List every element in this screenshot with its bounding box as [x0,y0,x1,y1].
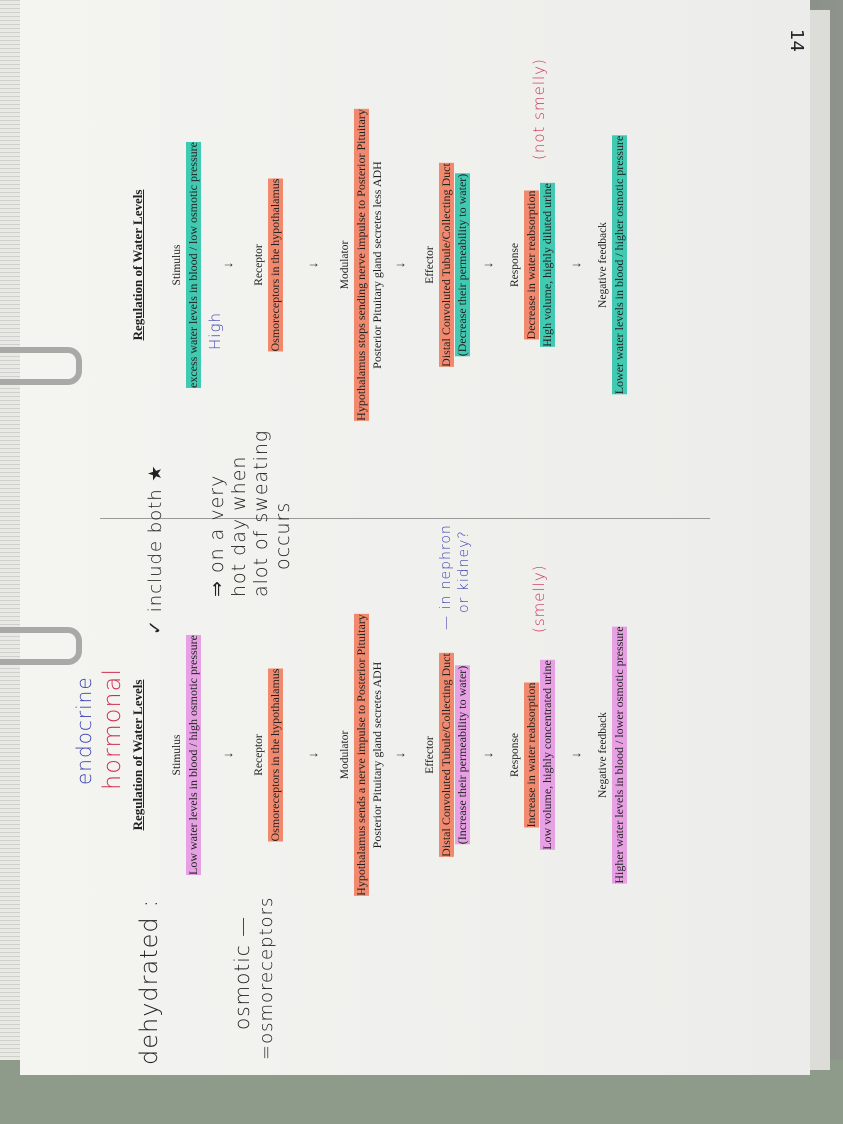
left-modulator-line2: Posterior Pituitary gland secretes ADH [370,661,384,849]
left-receptor-label: Receptor [253,734,265,776]
right-effector-label: Effector [424,246,436,284]
right-response-label: Response [509,242,521,288]
left-receptor-text: Osmoreceptors in the hypothalamus [268,668,283,842]
left-feedback-label: Negative feedback [597,712,609,798]
arrow-down-icon: ↓ [392,261,407,269]
arrow-down-icon: ↓ [220,261,235,269]
right-feedback-text: Lower water levels in blood / higher osm… [612,135,627,395]
note-hot-day-3: alot of sweating [250,429,272,597]
note-hormonal: hormonal [98,668,126,790]
note-hot-day-1: ⇒ on a very [206,474,228,597]
right-receptor-text: Osmoreceptors in the hypothalamus [268,178,283,352]
left-modulator-label: Modulator [339,730,351,780]
right-stimulus-text: excess water levels in blood / low osmot… [186,142,201,388]
right-feedback-label: Negative feedback [597,222,609,308]
column-divider [100,518,710,519]
binder-ring [0,627,82,665]
right-response-line1: Decrease in water reabsorption [524,190,539,340]
arrow-down-icon: ↓ [392,751,407,759]
left-stimulus-label: Stimulus [171,734,183,776]
left-modulator-line1: Hypothalamus sends a nerve impulse to Po… [354,614,369,896]
note-dehydrated: dehydrated : [135,898,163,1065]
left-effector-line1: Distal Convoluted Tubule/Collecting Duct [439,653,454,857]
right-modulator-line2: Posterior Pituitary gland secretes less … [370,161,384,369]
right-modulator-label: Modulator [339,240,351,290]
note-include-both: ✓ include both ★ [145,464,166,635]
left-stimulus-text: Low water levels in blood / high osmotic… [186,635,201,875]
left-response-label: Response [509,732,521,778]
left-effector-label: Effector [424,736,436,774]
note-hot-day-4: occurs [272,501,294,570]
right-response-line2: High volume, highly diluted urine [540,183,555,347]
notes-page: Regulation of Water Levels Stimulus Low … [0,0,810,1075]
note-endocrine: endocrine [72,676,96,785]
note-osmotic: osmotic — [230,915,254,1030]
arrow-down-icon: ↓ [305,261,320,269]
note-high: High [206,312,224,350]
left-effector-line2: (Increase their permeability to water) [455,665,470,845]
left-response-line2: Low volume, highly concentrated urine [540,660,555,850]
left-response-line1: Increase in water reabsorption [524,682,539,828]
binder-ring [0,347,82,385]
page-number: 14 [785,29,807,52]
arrow-down-icon: ↓ [220,751,235,759]
arrow-down-icon: ↓ [305,751,320,759]
note-osmoreceptors: =osmoreceptors [256,896,277,1060]
right-effector-line1: Distal Convoluted Tubule/Collecting Duct [439,163,454,367]
note-nephron-1: — in nephron [438,524,454,630]
right-effector-line2: (Decrease their permeability to water) [455,173,470,357]
right-stimulus-label: Stimulus [171,244,183,286]
right-receptor-label: Receptor [253,244,265,286]
arrow-down-icon: ↓ [480,261,495,269]
right-modulator-line1: Hypothalamus stops sending nerve impulse… [354,109,369,421]
left-title: Regulation of Water Levels [130,679,145,831]
note-nephron-2: or kidney? [456,530,472,613]
note-hot-day-2: hot day when [228,455,250,597]
arrow-down-icon: ↓ [568,751,583,759]
note-smelly: (smelly) [530,564,548,633]
arrow-down-icon: ↓ [480,751,495,759]
note-not-smelly: (not smelly) [530,58,548,160]
right-title: Regulation of Water Levels [130,189,145,341]
arrow-down-icon: ↓ [568,261,583,269]
left-feedback-text: Higher water levels in blood / lower osm… [612,626,627,884]
